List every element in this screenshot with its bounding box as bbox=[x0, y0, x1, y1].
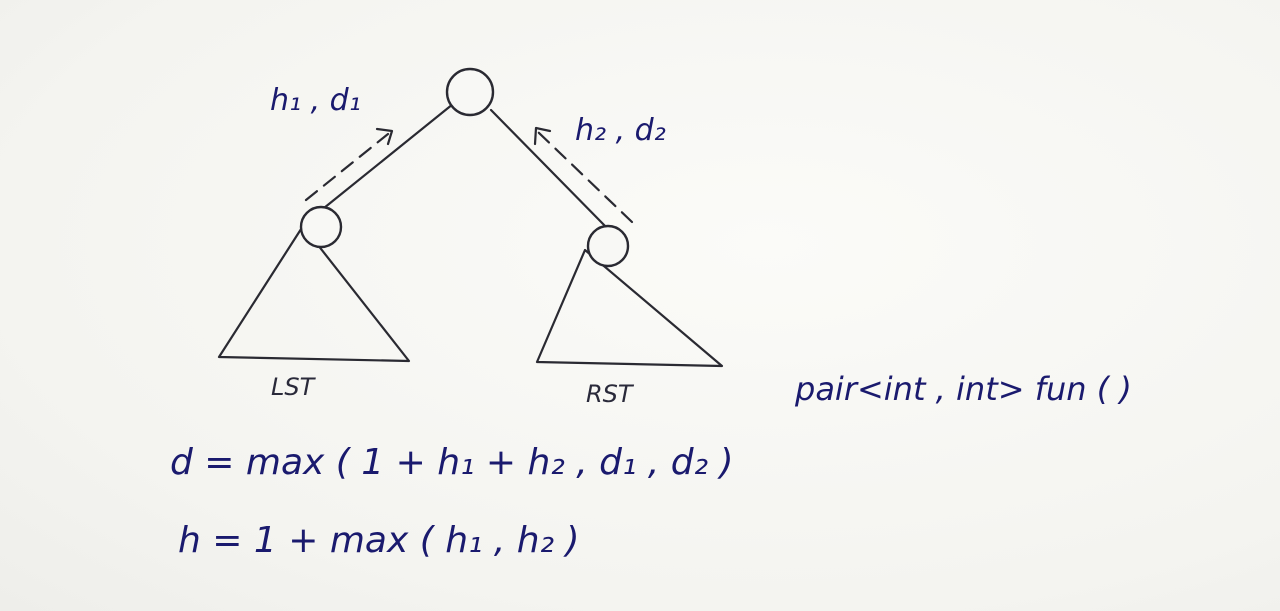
right-dashed-arrow bbox=[533, 126, 634, 224]
left-edge-label: h₁ , d₁ bbox=[270, 83, 361, 118]
right-arrowhead bbox=[533, 126, 552, 146]
edge-root-right bbox=[489, 108, 611, 232]
right-subtree-label: RST bbox=[586, 380, 635, 408]
left-dashed-line bbox=[304, 132, 390, 202]
function-signature: pair<int , int> fun ( ) bbox=[794, 370, 1132, 408]
diameter-formula: d = max ( 1 + h₁ + h₂ , d₁ , d₂ ) bbox=[170, 442, 733, 483]
height-formula: h = 1 + max ( h₁ , h₂ ) bbox=[178, 520, 580, 561]
left-dashed-arrow bbox=[304, 127, 394, 202]
right-edge-label: h₂ , d₂ bbox=[575, 113, 666, 148]
left-arrowhead bbox=[375, 127, 394, 146]
left-child-node bbox=[299, 205, 343, 249]
root-node bbox=[445, 67, 495, 117]
right-subtree-triangle bbox=[535, 248, 724, 368]
right-child-node bbox=[586, 224, 630, 268]
left-subtree-triangle bbox=[217, 224, 411, 363]
left-subtree-label: LST bbox=[271, 373, 317, 401]
edge-root-left bbox=[322, 102, 455, 210]
